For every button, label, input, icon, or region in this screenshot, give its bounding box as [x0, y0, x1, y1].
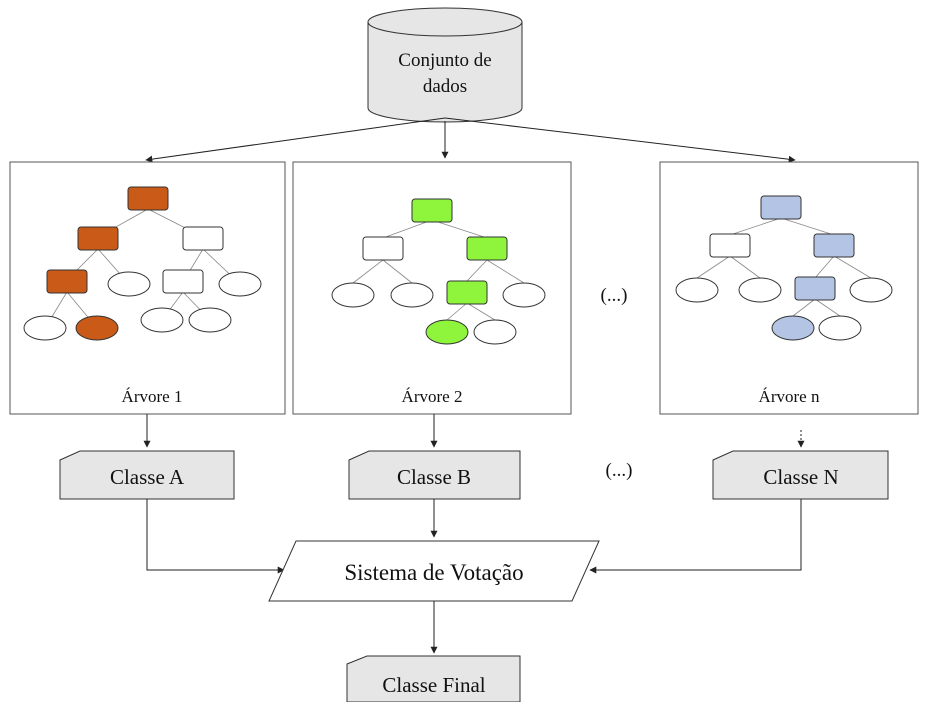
tree-1-panel: Árvore 1 — [9, 161, 286, 415]
tree-1-node — [77, 226, 119, 251]
tree-n-leaf — [675, 277, 719, 303]
dataset-label-line2: dados — [423, 76, 467, 97]
class-to-voting-arrows — [146, 499, 802, 574]
tree-n-node — [709, 233, 751, 258]
tree-n-leaf-selected — [771, 315, 815, 341]
tree-n-leaf — [738, 277, 782, 303]
tree-n-panel: Árvore n — [659, 161, 919, 415]
tree-2-root-node — [411, 198, 453, 223]
tree-2-leaf — [502, 282, 546, 308]
tree-2-label: Árvore 2 — [402, 387, 463, 406]
tree-2-panel: Árvore 2 — [292, 161, 572, 415]
class-b-label: Classe B — [397, 465, 471, 489]
tree-1-leaf-selected — [75, 315, 119, 341]
dataset-label-line1: Conjunto de — [398, 50, 491, 71]
tree-1-leaf — [140, 307, 184, 333]
tree-1-root-node — [127, 186, 169, 211]
tree-1-node — [182, 226, 224, 251]
tree-1-label: Árvore 1 — [122, 387, 183, 406]
class-card-n: Classe N — [712, 450, 889, 500]
tree-1-leaf — [188, 307, 232, 333]
tree-2-leaf-selected — [425, 319, 469, 345]
tree-2-node — [362, 236, 404, 261]
tree-n-node — [794, 276, 836, 301]
arrow-to-tree-n — [444, 117, 796, 163]
arrow-to-tree-1 — [145, 117, 446, 163]
tree-1-leaf — [23, 315, 67, 341]
tree-2-leaf — [390, 282, 434, 308]
trees-ellipsis: (...) — [601, 285, 628, 306]
class-card-a: Classe A — [59, 450, 235, 500]
tree-1-leaf — [107, 271, 151, 297]
voting-label: Sistema de Votação — [344, 560, 523, 585]
tree-2-leaf — [473, 319, 517, 345]
classes-ellipsis: (...) — [606, 460, 633, 481]
tree-n-root-node — [760, 195, 802, 220]
final-class-card: Classe Final — [346, 655, 521, 702]
tree-1-leaf — [218, 271, 262, 297]
voting-system: Sistema de Votação — [268, 540, 600, 602]
tree-n-leaf — [818, 315, 862, 341]
tree-n-node — [813, 233, 855, 258]
tree-to-class-arrows — [143, 414, 805, 448]
tree-1-node — [162, 269, 204, 294]
class-card-b: Classe B — [348, 450, 521, 500]
tree-n-leaf — [849, 277, 893, 303]
dataset-arrows — [145, 117, 796, 163]
tree-2-node — [466, 236, 508, 261]
tree-2-leaf — [331, 282, 375, 308]
dataset-cylinder: Conjunto de dados — [367, 7, 523, 123]
final-class-label: Classe Final — [382, 673, 485, 697]
tree-n-label: Árvore n — [759, 387, 820, 406]
class-n-label: Classe N — [763, 465, 838, 489]
class-a-label: Classe A — [110, 465, 185, 489]
tree-1-node — [46, 269, 88, 294]
tree-n-edges — [696, 217, 872, 317]
tree-2-node — [446, 280, 488, 305]
tree-2-edges — [352, 219, 525, 321]
